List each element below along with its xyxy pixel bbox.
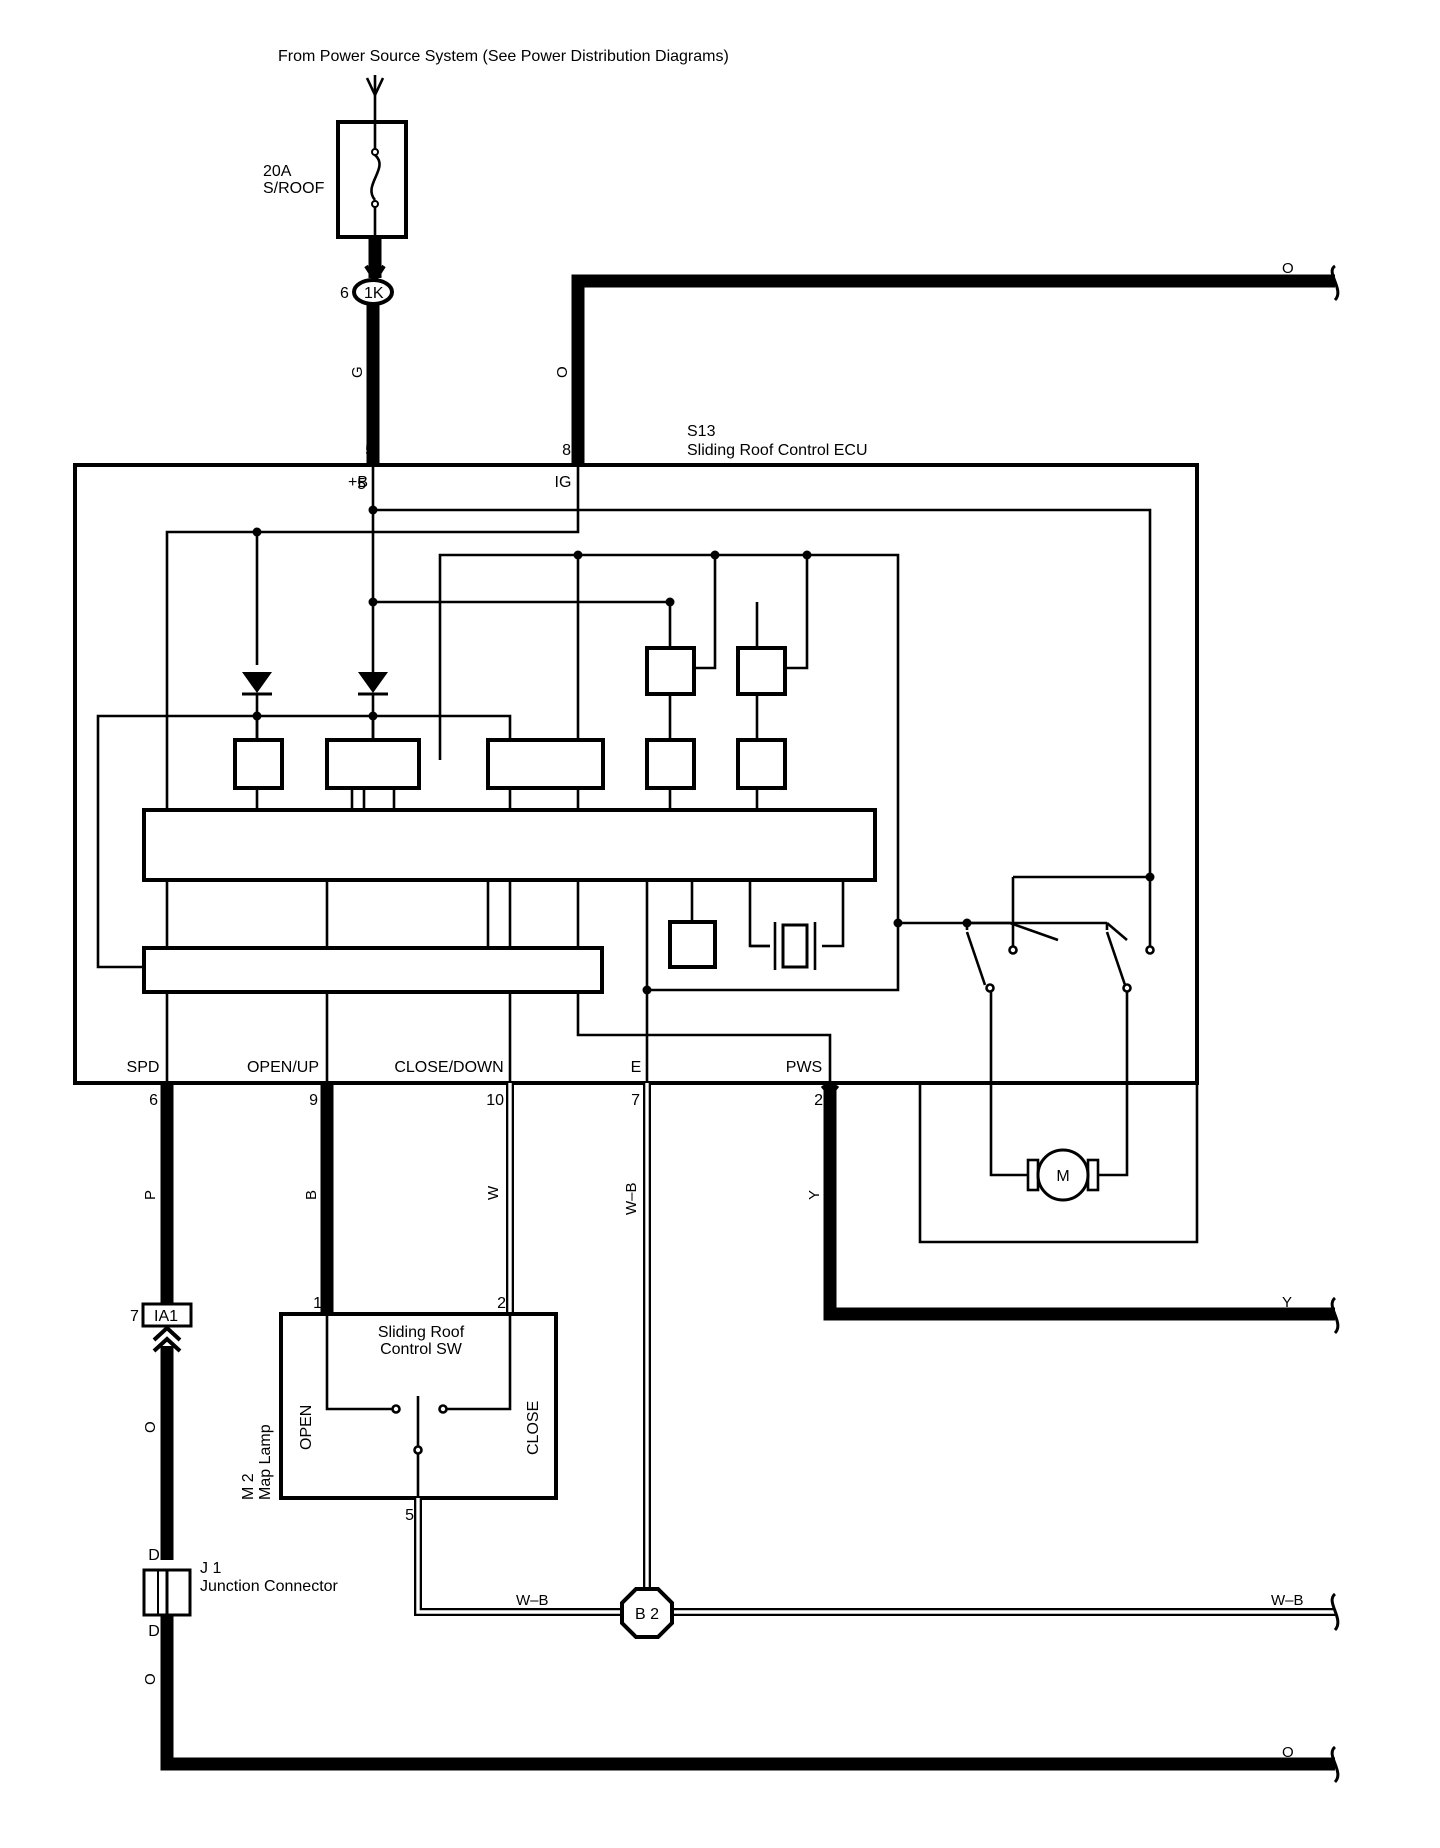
wire-o-ig-label: O [554,366,571,378]
j1-id: J 1 [200,1560,221,1577]
wire-y-label: Y [806,1190,823,1200]
ecu-pin-close: 10 [486,1092,504,1109]
ecu-pin-8: 8 [562,442,571,459]
wire-y-right-label: Y [1282,1294,1292,1311]
ecu-terminal-e: E [631,1059,642,1076]
power-source-note: From Power Source System (See Power Dist… [278,48,729,65]
ecu-pin-pws: 2 [814,1092,823,1109]
motor: M [1026,1148,1100,1202]
map-lamp-id: M 2 [240,1473,257,1500]
switch-title-2: Control SW [380,1341,463,1358]
switch-pin-2: 2 [497,1295,506,1312]
j1-name: Junction Connector [200,1578,339,1595]
ecu-id: S13 [687,423,716,440]
switch-open-label: OPEN [298,1405,315,1450]
wire-wb-left-label: W–B [516,1592,549,1609]
ecu-terminal-pws: PWS [786,1059,822,1076]
fuse-name: S/ROOF [263,180,325,197]
ecu-terminal-close-down: CLOSE/DOWN [394,1059,503,1076]
wire-wb-right-label: W–B [1271,1592,1304,1609]
wire-w-label: W [485,1185,502,1200]
connector-b2: B 2 [620,1587,674,1639]
ecu-pin-open: 9 [309,1092,318,1109]
switch-title-1: Sliding Roof [378,1324,465,1341]
map-lamp-name: Map Lamp [257,1424,274,1500]
wire-g-label: G [349,366,366,378]
wire-o-top-label: O [1282,260,1294,277]
wire-o-bottom-right-label: O [1282,1744,1294,1761]
ecu-terminal-b: +B [348,474,368,491]
connector-ia1-pin: 7 [130,1308,139,1325]
fuse-rating: 20A [263,163,292,180]
sliding-roof-control-switch: Sliding Roof Control SW 1 2 5 OPEN CLOSE… [240,1295,558,1524]
motor-label: M [1056,1168,1069,1185]
ecu-pin-spd: 6 [149,1092,158,1109]
j1-pin-bottom: D [148,1623,160,1640]
junction-connector-j1: D D J 1 Junction Connector [142,1547,339,1640]
ecu-name: Sliding Roof Control ECU [687,442,868,459]
connector-b2-label: B 2 [635,1606,659,1623]
ecu-terminal-ig: IG [555,474,572,491]
switch-pin-5: 5 [405,1507,414,1524]
wire-p-label: P [142,1190,159,1200]
ecu-terminal-spd: SPD [127,1059,160,1076]
connector-1k-pin: 6 [340,285,349,302]
fuse-sroof: 20A S/ROOF [263,120,408,239]
connector-ia1: IA1 7 [130,1302,193,1353]
wire-o-after-j1-label: O [142,1673,159,1685]
wire-o-after-ia1-label: O [142,1421,159,1433]
ecu-pin-5-top: 5 [365,442,374,459]
wire-wb-e-label: W–B [623,1182,640,1215]
ecu-s13: S13 Sliding Roof Control ECU 5 8 +B IG 5 [73,423,1199,1244]
switch-pin-1: 1 [313,1295,322,1312]
wire-b-label: B [303,1190,320,1200]
switch-close-label: CLOSE [525,1401,542,1455]
ecu-terminal-open-up: OPEN/UP [247,1059,319,1076]
j1-pin-top: D [148,1547,160,1564]
ecu-pin-e: 7 [631,1092,640,1109]
connector-1k: 1K 6 [340,278,394,306]
connector-ia1-label: IA1 [154,1308,178,1325]
ecu-pin-5: 5 [357,476,366,493]
connector-1k-label: 1K [364,285,384,302]
